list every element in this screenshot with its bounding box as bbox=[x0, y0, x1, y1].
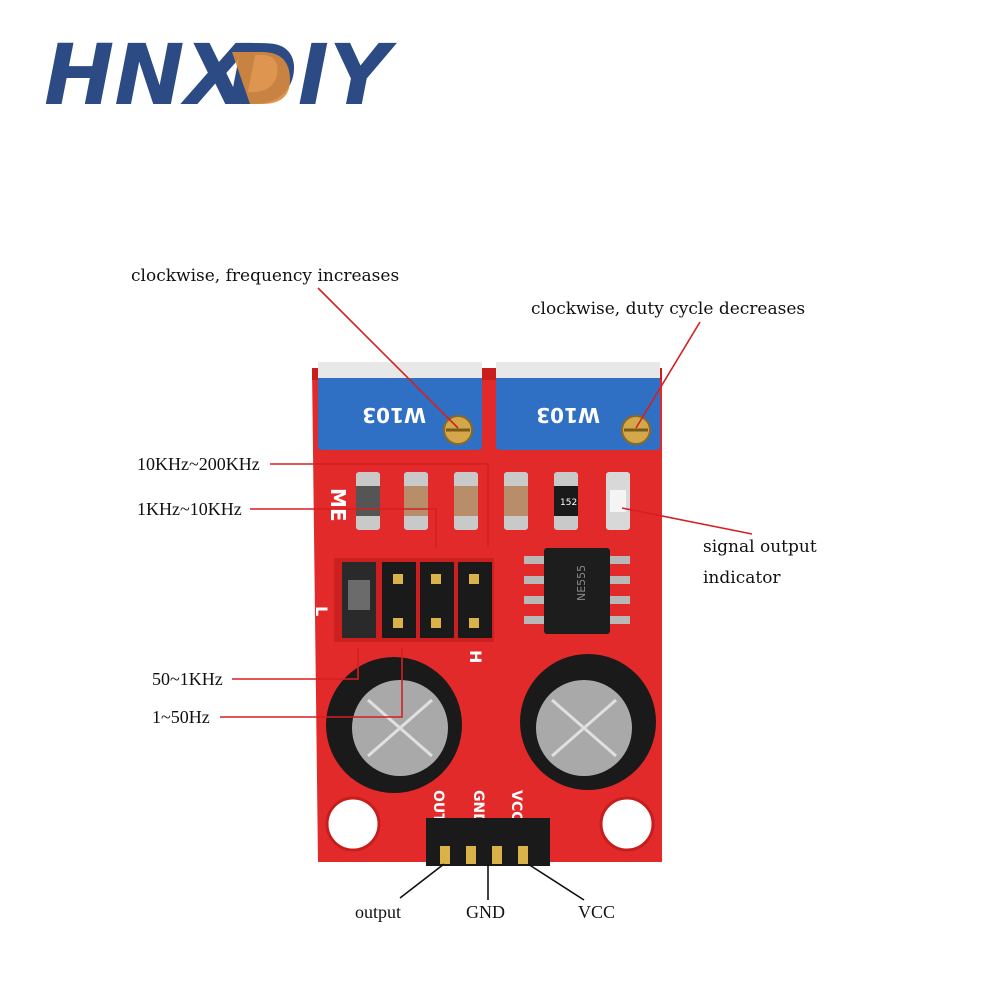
label-range-10khz: 10KHz~200KHz bbox=[137, 454, 260, 474]
output-pin-header bbox=[426, 818, 550, 866]
leader-output bbox=[399, 863, 445, 899]
label-indicator-line1: signal output bbox=[703, 537, 817, 557]
cap-right-vent-b bbox=[551, 698, 617, 758]
chip-pin-r4 bbox=[608, 616, 630, 624]
pin-2a bbox=[393, 574, 403, 584]
leader-vcc bbox=[527, 863, 585, 901]
pin-4a bbox=[469, 574, 479, 584]
chip-pin-r3 bbox=[608, 596, 630, 604]
chip-body bbox=[544, 548, 610, 634]
smd-component-row: 152 bbox=[356, 472, 630, 530]
cap-left-vent-b bbox=[367, 698, 433, 758]
label-range-1khz: 1KHz~10KHz bbox=[137, 499, 242, 519]
pin-3a bbox=[431, 574, 441, 584]
potentiometer-frequency: W103 bbox=[318, 362, 482, 450]
leader-duty-knob bbox=[635, 321, 701, 429]
mounting-hole-left bbox=[325, 796, 381, 852]
label-freq-knob: clockwise, frequency increases bbox=[131, 266, 399, 286]
leader-lines bbox=[220, 287, 753, 718]
chip-pin-l4 bbox=[524, 616, 546, 624]
header-pin-2 bbox=[466, 846, 476, 864]
pin-2b bbox=[393, 618, 403, 628]
header-pin-out bbox=[440, 846, 450, 864]
pot-body-left bbox=[318, 362, 482, 450]
resistor-code: 152 bbox=[560, 498, 577, 508]
brand-logo: HNX DIY bbox=[44, 26, 397, 124]
smd-resistor-body bbox=[554, 486, 578, 516]
chip-pin-l3 bbox=[524, 596, 546, 604]
silkscreen-me: ME bbox=[326, 488, 350, 522]
electrolytic-cap-right bbox=[520, 654, 656, 790]
pot-top-right bbox=[496, 362, 660, 378]
leader-lines-dark bbox=[399, 863, 585, 901]
chip-pin-r1 bbox=[608, 556, 630, 564]
electrolytic-cap-left bbox=[326, 657, 462, 793]
annotation-labels: clockwise, frequency increases clockwise… bbox=[131, 266, 817, 922]
pcb-board: W103 W103 ME 152 bbox=[312, 362, 662, 866]
chip-pin-l1 bbox=[524, 556, 546, 564]
pcb-label-out: OUT bbox=[430, 790, 446, 823]
leader-indicator bbox=[621, 507, 753, 535]
label-pin-output: output bbox=[355, 902, 401, 922]
label-duty-knob: clockwise, duty cycle decreases bbox=[531, 299, 805, 319]
label-range-50hz: 50~1KHz bbox=[152, 669, 223, 689]
logo-accent-shape bbox=[232, 52, 290, 104]
pot-marking-left: W103 bbox=[362, 403, 426, 427]
mounting-hole-right bbox=[599, 796, 655, 852]
smd-cap-3-body bbox=[454, 486, 478, 516]
potentiometer-duty: W103 bbox=[496, 362, 660, 450]
silkscreen-l: L bbox=[312, 606, 331, 616]
pcb-label-gnd: GND bbox=[470, 790, 486, 825]
jumper-cap-metal bbox=[348, 580, 370, 610]
smd-led-lens bbox=[610, 490, 626, 512]
pin-3b bbox=[431, 618, 441, 628]
pin-4b bbox=[469, 618, 479, 628]
ne555-chip: NE555 bbox=[524, 548, 630, 634]
header-pin-gnd bbox=[492, 846, 502, 864]
leader-1hz bbox=[220, 648, 403, 718]
logo-text-hnx: HNX bbox=[44, 26, 254, 124]
leader-10khz bbox=[270, 463, 489, 548]
smd-cap-4-body bbox=[504, 486, 528, 516]
leader-50hz bbox=[232, 648, 359, 680]
pcb-label-vcc: VCC bbox=[508, 790, 524, 821]
pot-marking-right: W103 bbox=[536, 403, 600, 427]
label-range-1hz: 1~50Hz bbox=[152, 707, 210, 727]
chip-marking: NE555 bbox=[575, 565, 588, 601]
frequency-range-jumpers: L H bbox=[312, 558, 494, 663]
label-pin-gnd: GND bbox=[466, 902, 505, 922]
pot-body-right bbox=[496, 362, 660, 450]
chip-pin-l2 bbox=[524, 576, 546, 584]
leader-freq-knob bbox=[317, 287, 459, 429]
silkscreen-h: H bbox=[466, 650, 485, 663]
header-pin-vcc bbox=[518, 846, 528, 864]
leader-1khz bbox=[250, 508, 437, 548]
smd-cap-1-body bbox=[356, 486, 380, 516]
smd-cap-2-body bbox=[404, 486, 428, 516]
chip-pin-r2 bbox=[608, 576, 630, 584]
label-pin-vcc: VCC bbox=[578, 902, 615, 922]
label-indicator-line2: indicator bbox=[703, 568, 781, 588]
